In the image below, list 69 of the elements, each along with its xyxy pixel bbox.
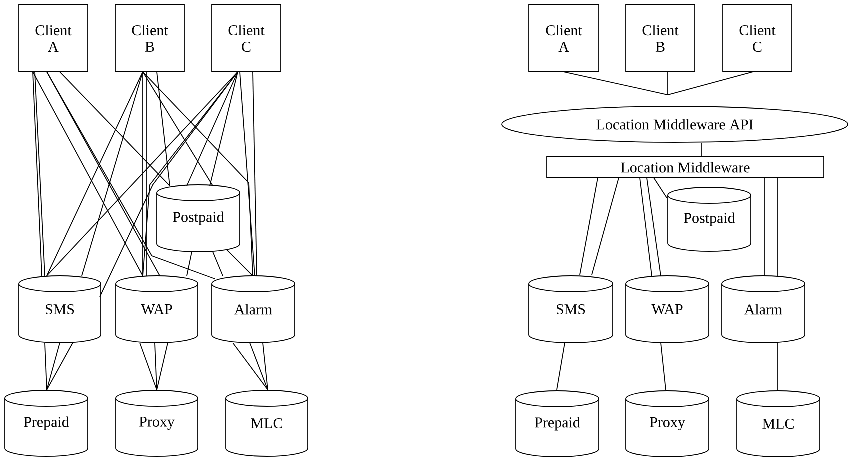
- connector-line: [156, 72, 170, 186]
- client-box: Client B: [626, 4, 696, 72]
- connector-line: [654, 178, 668, 198]
- database-cylinder: Alarm: [212, 276, 296, 344]
- node-label: SMS: [46, 304, 74, 315]
- node-label: Prepaid: [24, 416, 70, 430]
- node-label: SMS: [557, 304, 586, 315]
- connector-line: [32, 72, 42, 276]
- node-label: WAP: [141, 304, 172, 315]
- node-label: Alarm: [234, 304, 272, 315]
- connector-line: [660, 342, 666, 390]
- database-cylinder: WAP: [626, 276, 710, 344]
- database-cylinder: Postpaid: [668, 187, 752, 252]
- connector-line: [46, 342, 60, 390]
- database-cylinder: Proxy: [626, 390, 710, 458]
- database-cylinder: MLC: [226, 390, 308, 457]
- database-cylinder: Prepaid: [516, 390, 600, 458]
- connector-line: [146, 72, 148, 276]
- node-label: Proxy: [650, 417, 686, 431]
- connector-line: [564, 72, 668, 96]
- connector-line: [44, 342, 48, 390]
- database-cylinder: MLC: [736, 390, 820, 458]
- connector-line: [252, 72, 258, 276]
- node-label: Alarm: [744, 304, 782, 315]
- connector-line: [60, 72, 170, 186]
- connector-line: [580, 178, 598, 276]
- node-label: Postpaid: [684, 212, 736, 226]
- node-label: MLC: [251, 418, 282, 429]
- database-cylinder: SMS: [528, 276, 614, 344]
- connector-line: [82, 72, 144, 276]
- connector-line: [154, 342, 158, 390]
- connector-line: [140, 342, 158, 390]
- connector-line: [232, 342, 268, 390]
- node-label: WAP: [652, 304, 683, 315]
- node-label: Postpaid: [173, 212, 224, 226]
- client-box: Client C: [212, 4, 282, 72]
- database-cylinder: Postpaid: [156, 184, 240, 252]
- database-cylinder: Prepaid: [4, 390, 88, 457]
- connector-line: [668, 72, 754, 96]
- connector-line: [226, 250, 254, 276]
- database-cylinder: Alarm: [722, 276, 806, 344]
- connector-line: [142, 72, 214, 186]
- node-label: Prepaid: [535, 417, 580, 431]
- database-cylinder: Proxy: [116, 390, 198, 457]
- client-box: Client B: [115, 4, 185, 72]
- connector-line: [210, 72, 238, 186]
- connector-line: [556, 342, 566, 390]
- connector-line: [250, 342, 268, 390]
- connector-line: [592, 178, 620, 276]
- connector-line: [240, 72, 256, 276]
- connector-line: [640, 178, 652, 276]
- connector-line: [764, 178, 766, 276]
- connector-line: [46, 342, 74, 390]
- connector-line: [156, 342, 168, 390]
- connector-line: [142, 72, 144, 276]
- database-cylinder: SMS: [18, 276, 102, 344]
- connector-line: [262, 342, 268, 390]
- connector-line: [34, 72, 46, 276]
- node-label: Proxy: [140, 416, 175, 430]
- connector-line: [646, 178, 662, 276]
- connector-line: [186, 72, 238, 186]
- client-box: Client A: [528, 4, 600, 72]
- middleware-bar: Location Middleware: [546, 156, 824, 178]
- client-box: Client A: [18, 4, 88, 72]
- node-label: MLC: [762, 418, 794, 430]
- connector-line: [186, 252, 192, 276]
- database-cylinder: WAP: [116, 276, 198, 344]
- connector-line: [212, 252, 224, 276]
- client-box: Client C: [722, 4, 792, 72]
